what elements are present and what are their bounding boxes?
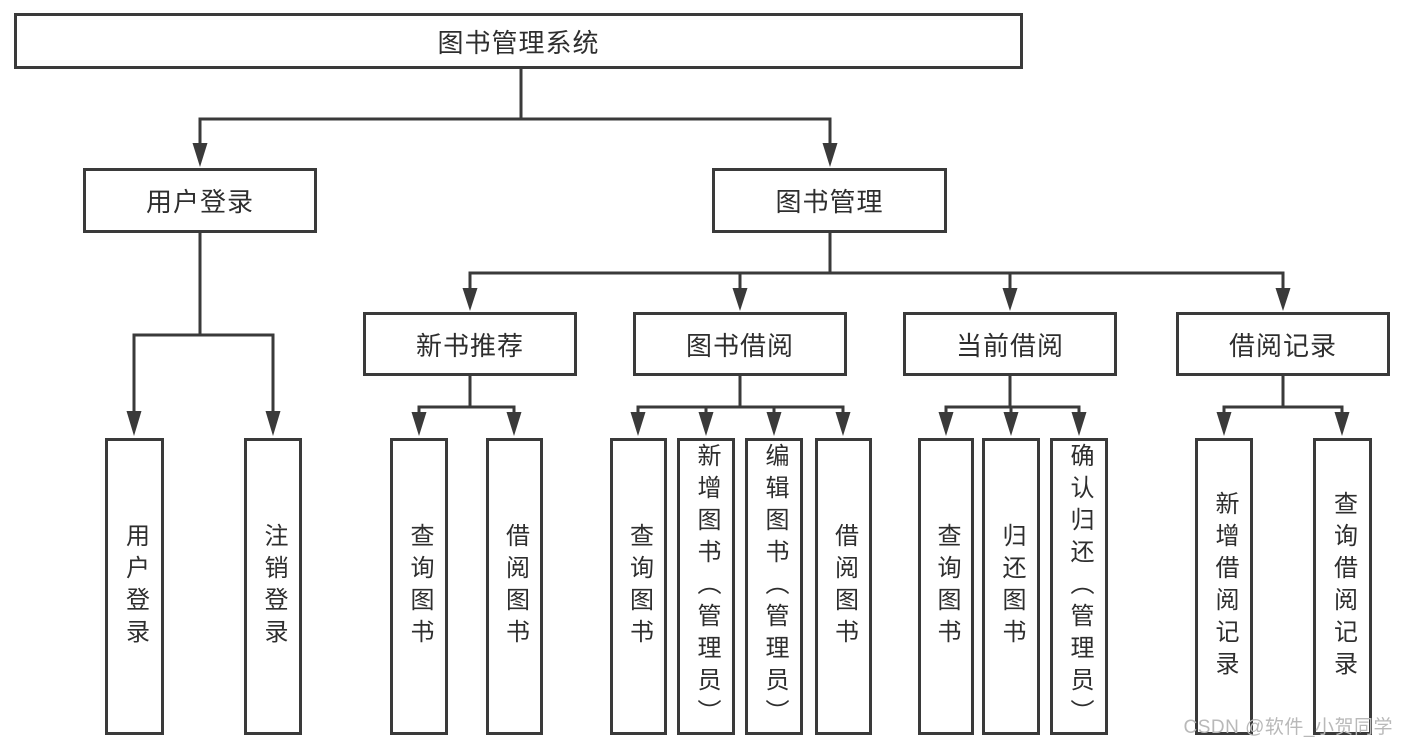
arrowheads-level3 — [462, 288, 1291, 311]
leaf-borrowing-borrow-books: 借阅图书 — [815, 438, 872, 735]
arrowheads-userlogin-leaves — [126, 411, 281, 436]
connector-userlogin-to-leaves — [132, 233, 275, 412]
node-new-book-recommend: 新书推荐 — [363, 312, 577, 376]
leaf-current-confirm-return-admin-label: 确认归还（管理员） — [1066, 442, 1093, 731]
node-current-borrowing: 当前借阅 — [903, 312, 1117, 376]
leaf-borrowing-add-books-admin: 新增图书（管理员） — [677, 438, 735, 735]
arrowheads-newbook-leaves — [411, 412, 522, 436]
leaf-current-confirm-return-admin: 确认归还（管理员） — [1050, 438, 1108, 735]
leaf-current-search-books: 查询图书 — [918, 438, 974, 735]
leaf-logout-label: 注销登录 — [260, 522, 287, 651]
leaf-borrowing-edit-books-admin-label: 编辑图书（管理员） — [761, 442, 788, 731]
node-borrowing-records: 借阅记录 — [1176, 312, 1390, 376]
arrowheads-current-leaves — [938, 412, 1087, 436]
leaf-newbook-search-books-label: 查询图书 — [406, 522, 433, 651]
leaf-records-add-record: 新增借阅记录 — [1195, 438, 1253, 735]
leaf-current-return-books-label: 归还图书 — [998, 522, 1025, 651]
leaf-borrowing-edit-books-admin: 编辑图书（管理员） — [745, 438, 803, 735]
node-user-login: 用户登录 — [83, 168, 317, 233]
leaf-newbook-borrow-books: 借阅图书 — [486, 438, 543, 735]
leaf-records-add-record-label: 新增借阅记录 — [1211, 490, 1238, 683]
node-book-management: 图书管理 — [712, 168, 947, 233]
leaf-user-login: 用户登录 — [105, 438, 164, 735]
leaf-newbook-borrow-books-label: 借阅图书 — [501, 522, 529, 651]
connector-bookmgmt-to-level3 — [468, 233, 1285, 289]
arrowheads-records-leaves — [1216, 412, 1350, 436]
leaf-current-return-books: 归还图书 — [982, 438, 1040, 735]
leaf-borrowing-search-books: 查询图书 — [610, 438, 667, 735]
leaf-borrowing-add-books-admin-label: 新增图书（管理员） — [693, 442, 720, 731]
csdn-watermark: CSDN @软件_小贺同学 — [1183, 717, 1393, 738]
leaf-user-login-label: 用户登录 — [121, 522, 149, 651]
leaf-current-search-books-label: 查询图书 — [933, 522, 960, 651]
leaf-borrowing-borrow-books-label: 借阅图书 — [830, 522, 858, 651]
node-library-system: 图书管理系统 — [14, 13, 1023, 69]
connector-current-to-leaves — [944, 376, 1081, 414]
connector-newbook-to-leaves — [417, 376, 516, 414]
leaf-newbook-search-books: 查询图书 — [390, 438, 448, 735]
node-book-borrowing: 图书借阅 — [633, 312, 847, 376]
connector-records-to-leaves — [1222, 376, 1344, 414]
arrowheads-level2 — [192, 143, 838, 167]
connector-borrowing-to-leaves — [636, 376, 845, 414]
leaf-logout: 注销登录 — [244, 438, 302, 735]
leaf-records-search-record: 查询借阅记录 — [1313, 438, 1372, 735]
leaf-borrowing-search-books-label: 查询图书 — [625, 522, 653, 651]
connector-root-to-level2 — [198, 68, 832, 144]
leaf-records-search-record-label: 查询借阅记录 — [1329, 490, 1357, 683]
arrowheads-borrowing-leaves — [630, 412, 851, 436]
